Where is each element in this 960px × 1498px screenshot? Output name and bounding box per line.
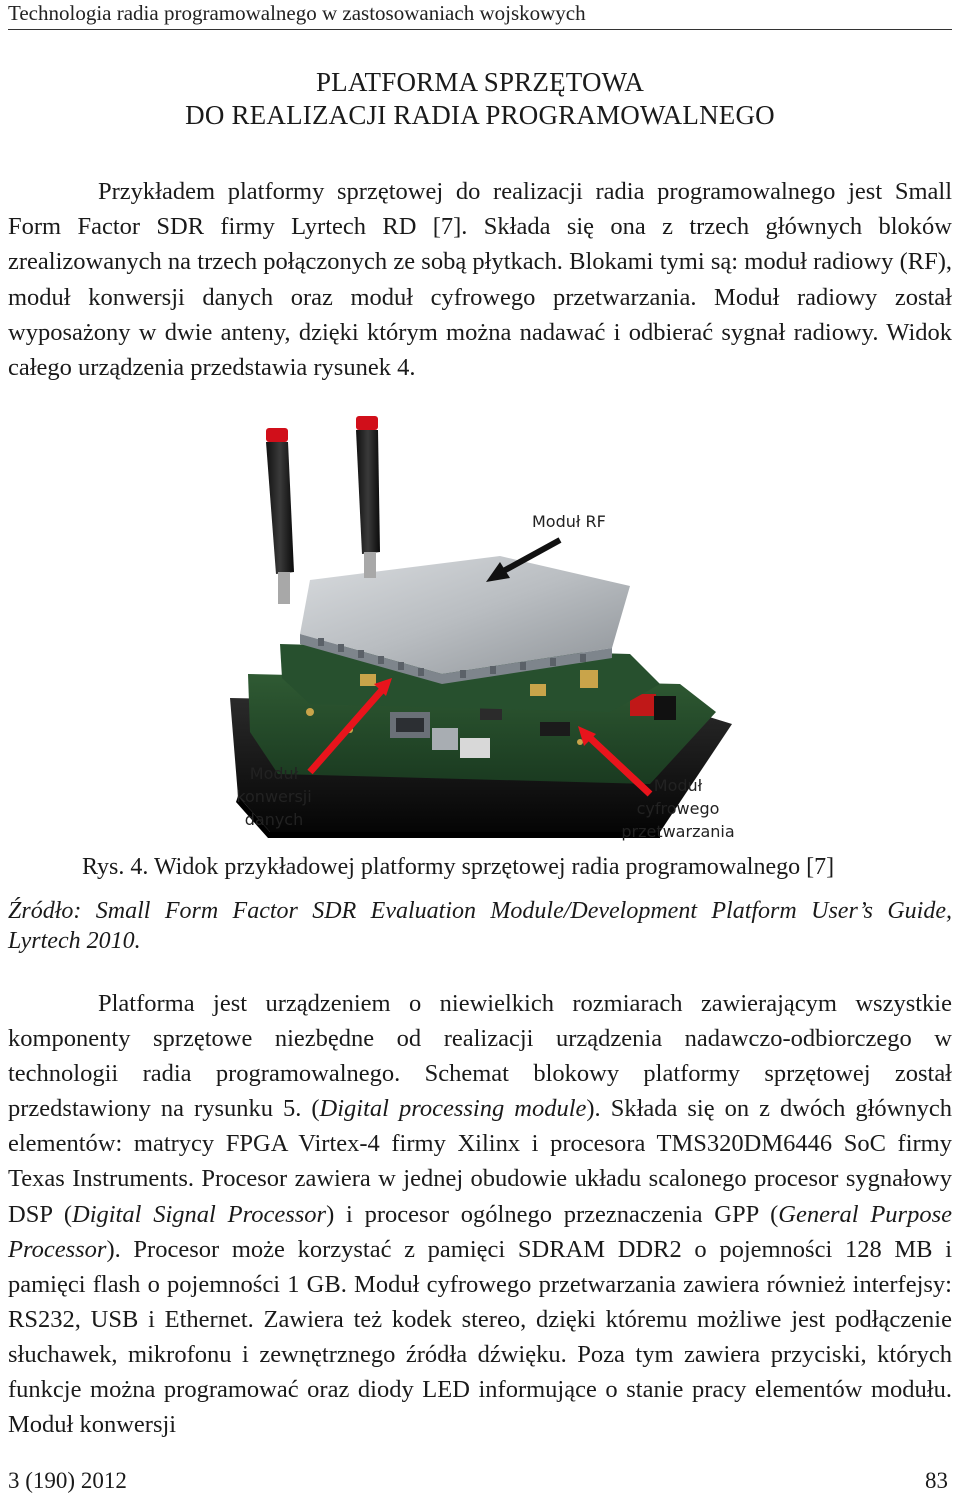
- arrow-digital: [578, 726, 653, 797]
- rf-shield: [300, 556, 630, 674]
- label-digital-module: Moduł cyfrowego przetwarzania: [621, 776, 735, 841]
- footer-page-number: 83: [925, 1468, 948, 1493]
- paragraph-2: Platforma jest urządzeniem o niewielkich…: [8, 990, 953, 1439]
- section-title-line-1: PLATFORMA SPRZĘTOWA: [315, 67, 645, 97]
- paragraph-1: Przykładem platformy sprzętowej do reali…: [8, 174, 952, 385]
- paragraph-1-text: Przykładem platformy sprzętowej do reali…: [8, 178, 952, 382]
- arrow-rf: [486, 537, 562, 582]
- antenna-right: [356, 416, 380, 578]
- arrow-conversion: [307, 678, 392, 775]
- label-rf-module: Moduł RF: [532, 512, 606, 531]
- figure-caption: Rys. 4. Widok przykładowej platformy spr…: [82, 854, 835, 880]
- figure-sdr-platform: Moduł RF Moduł konwersji danych Moduł cy…: [160, 412, 800, 852]
- antenna-left: [266, 428, 294, 604]
- footer-issue: 3 (190) 2012: [8, 1468, 127, 1493]
- running-header: Technologia radia programowalnego w zast…: [8, 0, 952, 30]
- figure-source: Źródło: Small Form Factor SDR Evaluation…: [8, 898, 952, 954]
- usb-jack: [460, 738, 490, 758]
- section-title: PLATFORMA SPRZĘTOWA DO REALIZACJI RADIA …: [0, 66, 960, 132]
- section-title-line-2: DO REALIZACJI RADIA PROGRAMOWALNEGO: [185, 100, 775, 130]
- ethernet-jack: [432, 728, 458, 750]
- label-conversion-module: Moduł konwersji danych: [236, 764, 312, 829]
- sdr-platform-photo: [230, 416, 732, 838]
